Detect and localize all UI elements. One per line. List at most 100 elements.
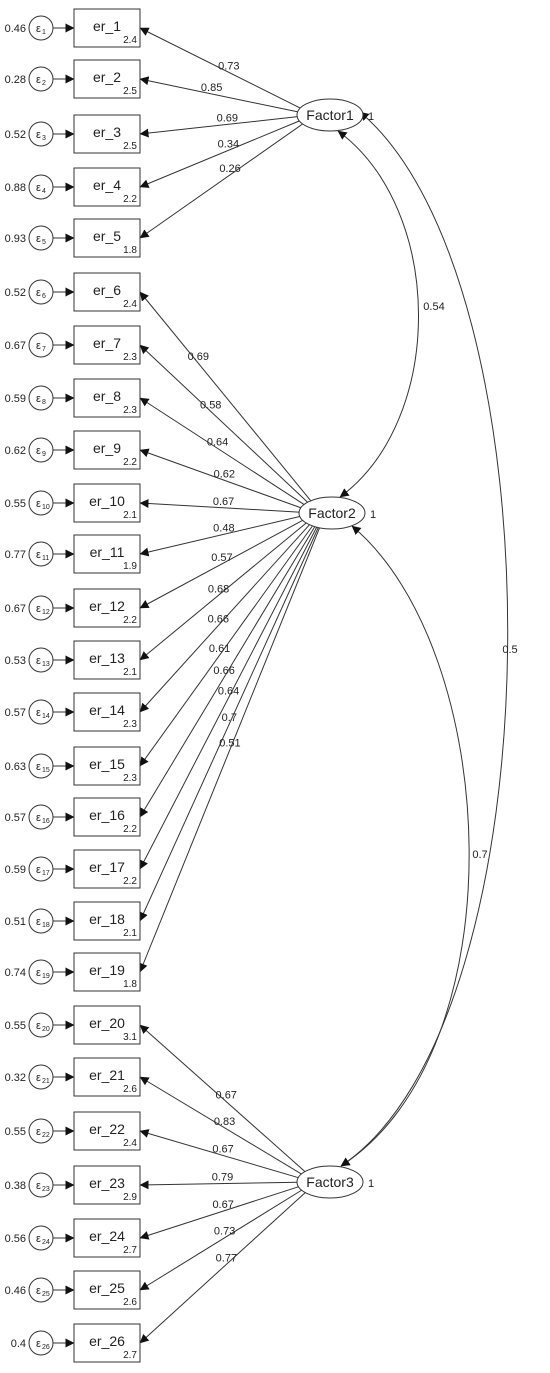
loading-value: 0.61 [209, 643, 230, 655]
loading-value: 0.68 [208, 583, 229, 595]
indicator-box [73, 1270, 141, 1310]
indicator-intercept: 2.2 [123, 194, 137, 205]
indicator-intercept: 3.1 [123, 1032, 137, 1043]
indicator-box [73, 59, 141, 99]
factor-ellipse [298, 496, 366, 530]
error-term-index: 1 [42, 29, 46, 36]
loading-path-arrow [139, 526, 321, 973]
loading-value: 0.66 [213, 665, 234, 677]
error-term-label: ε [36, 707, 41, 719]
error-term-index: 17 [42, 870, 50, 877]
error-term-label: ε [36, 603, 41, 615]
error-term-index: 25 [42, 1291, 50, 1298]
loading-value: 0.67 [212, 1199, 233, 1211]
error-term-label: ε [36, 74, 41, 86]
loading-value: 0.26 [219, 163, 240, 175]
loading-path-arrow [139, 1129, 300, 1179]
error-term-label: ε [36, 967, 41, 979]
error-term-circle [28, 541, 54, 567]
error-term-index: 4 [42, 188, 46, 195]
indicator-box [73, 218, 141, 258]
indicator-name: er_10 [89, 493, 125, 509]
error-term-circle [28, 647, 54, 673]
error-term-circle [28, 1012, 54, 1038]
error-variance: 0.88 [5, 182, 26, 194]
loading-path-arrow [139, 27, 302, 110]
error-term-label: ε [36, 393, 41, 405]
error-term-index: 10 [42, 504, 50, 511]
error-variance: 0.63 [5, 761, 26, 773]
indicator-box [73, 534, 141, 574]
indicator-name: er_25 [89, 1280, 125, 1296]
indicator-box [73, 1057, 141, 1097]
error-variance: 0.67 [5, 603, 26, 615]
loading-value: 0.73 [218, 60, 239, 72]
error-term-circle [28, 908, 54, 934]
error-term-index: 20 [42, 1026, 50, 1033]
loading-value: 0.77 [216, 1252, 237, 1264]
error-variance: 0.59 [5, 393, 26, 405]
indicator-intercept: 2.3 [123, 773, 137, 784]
loading-path-arrow [139, 526, 320, 922]
indicator-name: er_20 [89, 1015, 125, 1031]
error-term-label: ε [36, 287, 41, 299]
error-term-label: ε [36, 233, 41, 245]
indicator-intercept: 2.9 [123, 1192, 137, 1203]
loading-value: 0.79 [212, 1172, 233, 1184]
indicator-box [73, 952, 141, 992]
error-variance: 0.77 [5, 549, 26, 561]
loading-path-arrow [139, 1189, 304, 1291]
error-variance: 0.74 [5, 967, 26, 979]
loading-path-arrow [139, 122, 304, 239]
error-term-label: ε [36, 549, 41, 561]
error-term-label: ε [36, 1020, 41, 1032]
indicator-name: er_6 [93, 282, 121, 298]
error-term-circle [28, 1172, 54, 1198]
indicator-intercept: 2.6 [123, 1297, 137, 1308]
loading-path-arrow [139, 116, 299, 138]
indicator-name: er_1 [93, 18, 121, 34]
error-term-index: 26 [42, 1344, 50, 1351]
indicator-box [73, 114, 141, 154]
error-term-circle [28, 437, 54, 463]
error-term-circle [28, 66, 54, 92]
indicator-intercept: 2.5 [123, 141, 137, 152]
error-term-label: ε [36, 23, 41, 35]
factor-variance: 1 [370, 509, 376, 521]
loading-value: 0.58 [200, 399, 221, 411]
covariance-path-f1-f3 [340, 111, 509, 1167]
indicator-name: er_15 [89, 756, 125, 772]
indicator-box [73, 167, 141, 207]
loading-path-arrow [139, 526, 318, 870]
error-term-label: ε [36, 445, 41, 457]
indicator-box [73, 1218, 141, 1258]
factor-variance: 1 [368, 1178, 374, 1190]
loading-path-arrow [139, 448, 303, 509]
loading-value: 0.69 [188, 351, 209, 363]
loading-path-arrow [139, 524, 314, 767]
loading-path-arrow [139, 525, 316, 818]
indicator-intercept: 2.2 [123, 876, 137, 887]
indicator-name: er_13 [89, 650, 125, 666]
indicator-name: er_24 [89, 1228, 125, 1244]
error-term-label: ε [36, 761, 41, 773]
error-term-circle [28, 490, 54, 516]
indicator-intercept: 2.4 [123, 299, 137, 310]
indicator-intercept: 2.1 [123, 667, 137, 678]
indicator-intercept: 1.8 [123, 245, 137, 256]
indicator-name: er_18 [89, 911, 125, 927]
loading-path-arrow [139, 519, 305, 609]
error-term-index: 22 [42, 1132, 50, 1139]
